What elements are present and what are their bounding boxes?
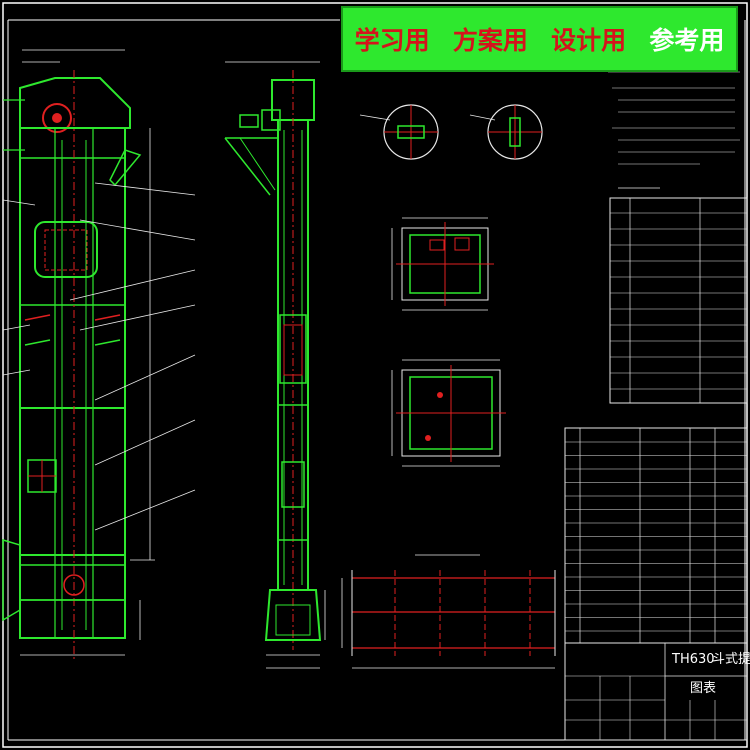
banner-item-design: 设计用: [551, 26, 627, 55]
title-block-suffix: 斗式提升: [712, 651, 750, 667]
section-views: [391, 217, 506, 467]
side-elevator-view: [224, 61, 326, 669]
left-elevator-view: [2, 49, 196, 660]
banner-item-reference: 参考用: [649, 26, 725, 55]
parts-list-table: [564, 427, 748, 644]
parts-list-rows: [565, 441, 747, 632]
title-block: TH630 斗式提升 图表: [564, 642, 750, 741]
title-block-text: TH630: [671, 652, 715, 667]
parameter-table: [609, 197, 748, 404]
pulley-detail-views: [359, 104, 543, 160]
banner-item-study: 学习用: [354, 26, 430, 55]
banner-item-scheme: 方案用: [452, 26, 528, 55]
usage-banner: 学习用 方案用 设计用 参考用: [341, 6, 738, 72]
parameter-table-rows: [610, 212, 747, 390]
technical-notes: [608, 71, 740, 189]
sheet-label: 图表: [690, 681, 716, 696]
base-plate-detail: [341, 554, 556, 669]
